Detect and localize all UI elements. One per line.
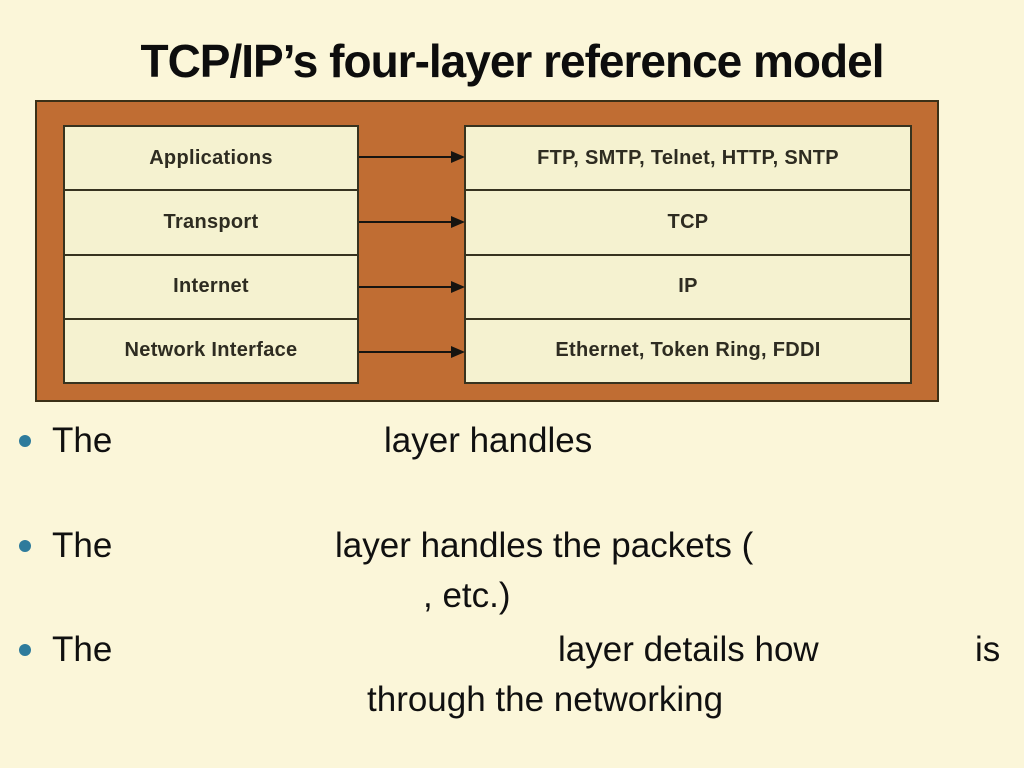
bullet-1-text: layer handles: [384, 421, 593, 460]
flow-arrow-icon: [359, 346, 465, 358]
flow-arrow-icon: [359, 281, 465, 293]
protocol-label: IP: [678, 275, 698, 298]
flow-arrow-icon: [359, 151, 465, 163]
layer-box-transport: Transport: [65, 189, 357, 254]
bullet-1-text: The: [52, 421, 113, 460]
page-title: TCP/IP’s four-layer reference model: [140, 35, 884, 87]
protocol-box-internet: IP: [466, 253, 910, 318]
protocols-column: FTP, SMTP, Telnet, HTTP, SNTP TCP IP Eth…: [464, 125, 912, 384]
layer-label: Transport: [163, 210, 259, 233]
layer-box-network-interface: Network Interface: [65, 317, 357, 382]
bullet-dot-icon: [19, 644, 31, 656]
protocol-box-network-interface: Ethernet, Token Ring, FDDI: [466, 317, 910, 382]
protocol-label: Ethernet, Token Ring, FDDI: [555, 339, 821, 362]
layer-label: Applications: [149, 146, 273, 169]
bullet-2-text: The: [52, 526, 113, 565]
protocol-box-transport: TCP: [466, 189, 910, 254]
protocol-box-application: FTP, SMTP, Telnet, HTTP, SNTP: [466, 127, 910, 190]
bullet-3-text: The: [52, 630, 113, 669]
bullet-dot-icon: [19, 540, 31, 552]
layer-label: Internet: [173, 275, 249, 298]
layer-box-internet: Internet: [65, 253, 357, 318]
bullet-2-text: , etc.): [423, 576, 511, 615]
flow-arrow-icon: [359, 216, 465, 228]
bullet-2-text: layer handles the packets (: [335, 526, 754, 565]
bullet-3-text: layer details how: [558, 630, 819, 669]
protocol-label: TCP: [667, 210, 709, 233]
tcpip-diagram: Applications Transport Internet Network …: [35, 100, 939, 402]
layer-label: Network Interface: [124, 339, 298, 362]
layers-column: Applications Transport Internet Network …: [63, 125, 359, 384]
bullet-dot-icon: [19, 435, 31, 447]
bullet-3-text: through the networking: [367, 680, 724, 719]
protocol-label: FTP, SMTP, Telnet, HTTP, SNTP: [537, 146, 839, 169]
layer-box-applications: Applications: [65, 127, 357, 190]
bullet-3-text: is: [975, 630, 1001, 669]
